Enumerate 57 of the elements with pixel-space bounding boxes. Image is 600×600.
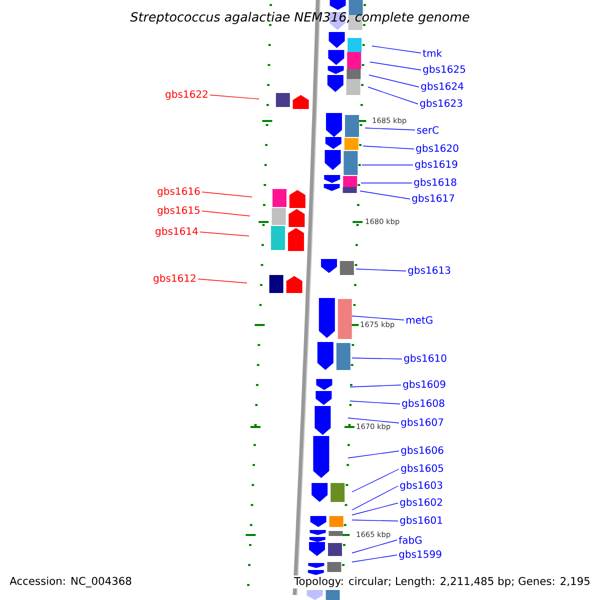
gene-label: gbs1603 xyxy=(400,481,442,491)
leader-line xyxy=(362,164,414,166)
leader-line xyxy=(368,74,420,88)
leader-line xyxy=(352,486,398,510)
gene-label: gbs1610 xyxy=(404,354,446,364)
leader-line xyxy=(350,384,402,388)
leader-line xyxy=(352,468,400,492)
gene-label: gbs1619 xyxy=(415,160,458,170)
gene-label: gbs1613 xyxy=(408,266,450,276)
gene-label: gbs1608 xyxy=(402,399,444,409)
accession-label: Accession: NC_004368 xyxy=(8,575,134,589)
gene-label: gbs1607 xyxy=(401,418,444,428)
leader-line xyxy=(360,182,412,184)
gene-label: gbs1606 xyxy=(401,446,444,456)
leader-line xyxy=(352,358,402,360)
gene-label: gbs1620 xyxy=(416,144,458,154)
gene-label: gbs1605 xyxy=(401,464,444,474)
gene-label: gbs1612 xyxy=(154,274,196,284)
gene-label: gbs1618 xyxy=(414,178,456,188)
leader-line xyxy=(360,190,410,200)
leader-line xyxy=(352,520,398,522)
gene-label: gbs1622 xyxy=(166,90,208,100)
gene-label: gbs1624 xyxy=(421,82,464,92)
gene-label: gbs1614 xyxy=(156,227,198,237)
leader-line xyxy=(362,146,414,150)
leader-line xyxy=(200,232,250,236)
leader-line xyxy=(202,210,250,216)
leader-line xyxy=(210,94,260,100)
leader-line xyxy=(348,418,400,424)
leader-line xyxy=(356,268,406,272)
gene-label: fabG xyxy=(398,536,422,544)
leader-line xyxy=(198,278,248,284)
leader-line xyxy=(370,62,422,70)
leader-line xyxy=(202,192,252,198)
leader-line xyxy=(368,86,418,104)
gene-label: gbs1625 xyxy=(423,65,466,75)
gene-label: tmk xyxy=(422,49,442,57)
genome-info-label: Topology: circular; Length: 2,211,485 bp; Genes: 2,195 xyxy=(292,576,592,588)
leader-line xyxy=(350,400,400,404)
leader-line xyxy=(364,128,416,130)
leader-line xyxy=(352,502,398,516)
leader-line xyxy=(352,316,404,320)
gene-label: gbs1599 xyxy=(399,550,442,560)
gene-label: gbs1617 xyxy=(412,194,454,204)
gene-label: gbs1616 xyxy=(158,187,200,197)
gene-label: gbs1623 xyxy=(420,99,462,109)
gene-label: gbs1609 xyxy=(403,380,446,390)
leader-line xyxy=(372,46,422,54)
leader-line xyxy=(348,450,400,458)
leader-line xyxy=(352,540,398,554)
gene-label: serC xyxy=(417,126,439,134)
gene-label: gbs1602 xyxy=(400,498,442,508)
genome-title: Streptococcus agalactiae NEM316, complete genome xyxy=(130,12,470,24)
gene-label: gbs1615 xyxy=(158,206,200,216)
gene-label: gbs1601 xyxy=(400,516,442,526)
gene-label: metG xyxy=(406,316,432,324)
leader-line xyxy=(352,554,398,562)
